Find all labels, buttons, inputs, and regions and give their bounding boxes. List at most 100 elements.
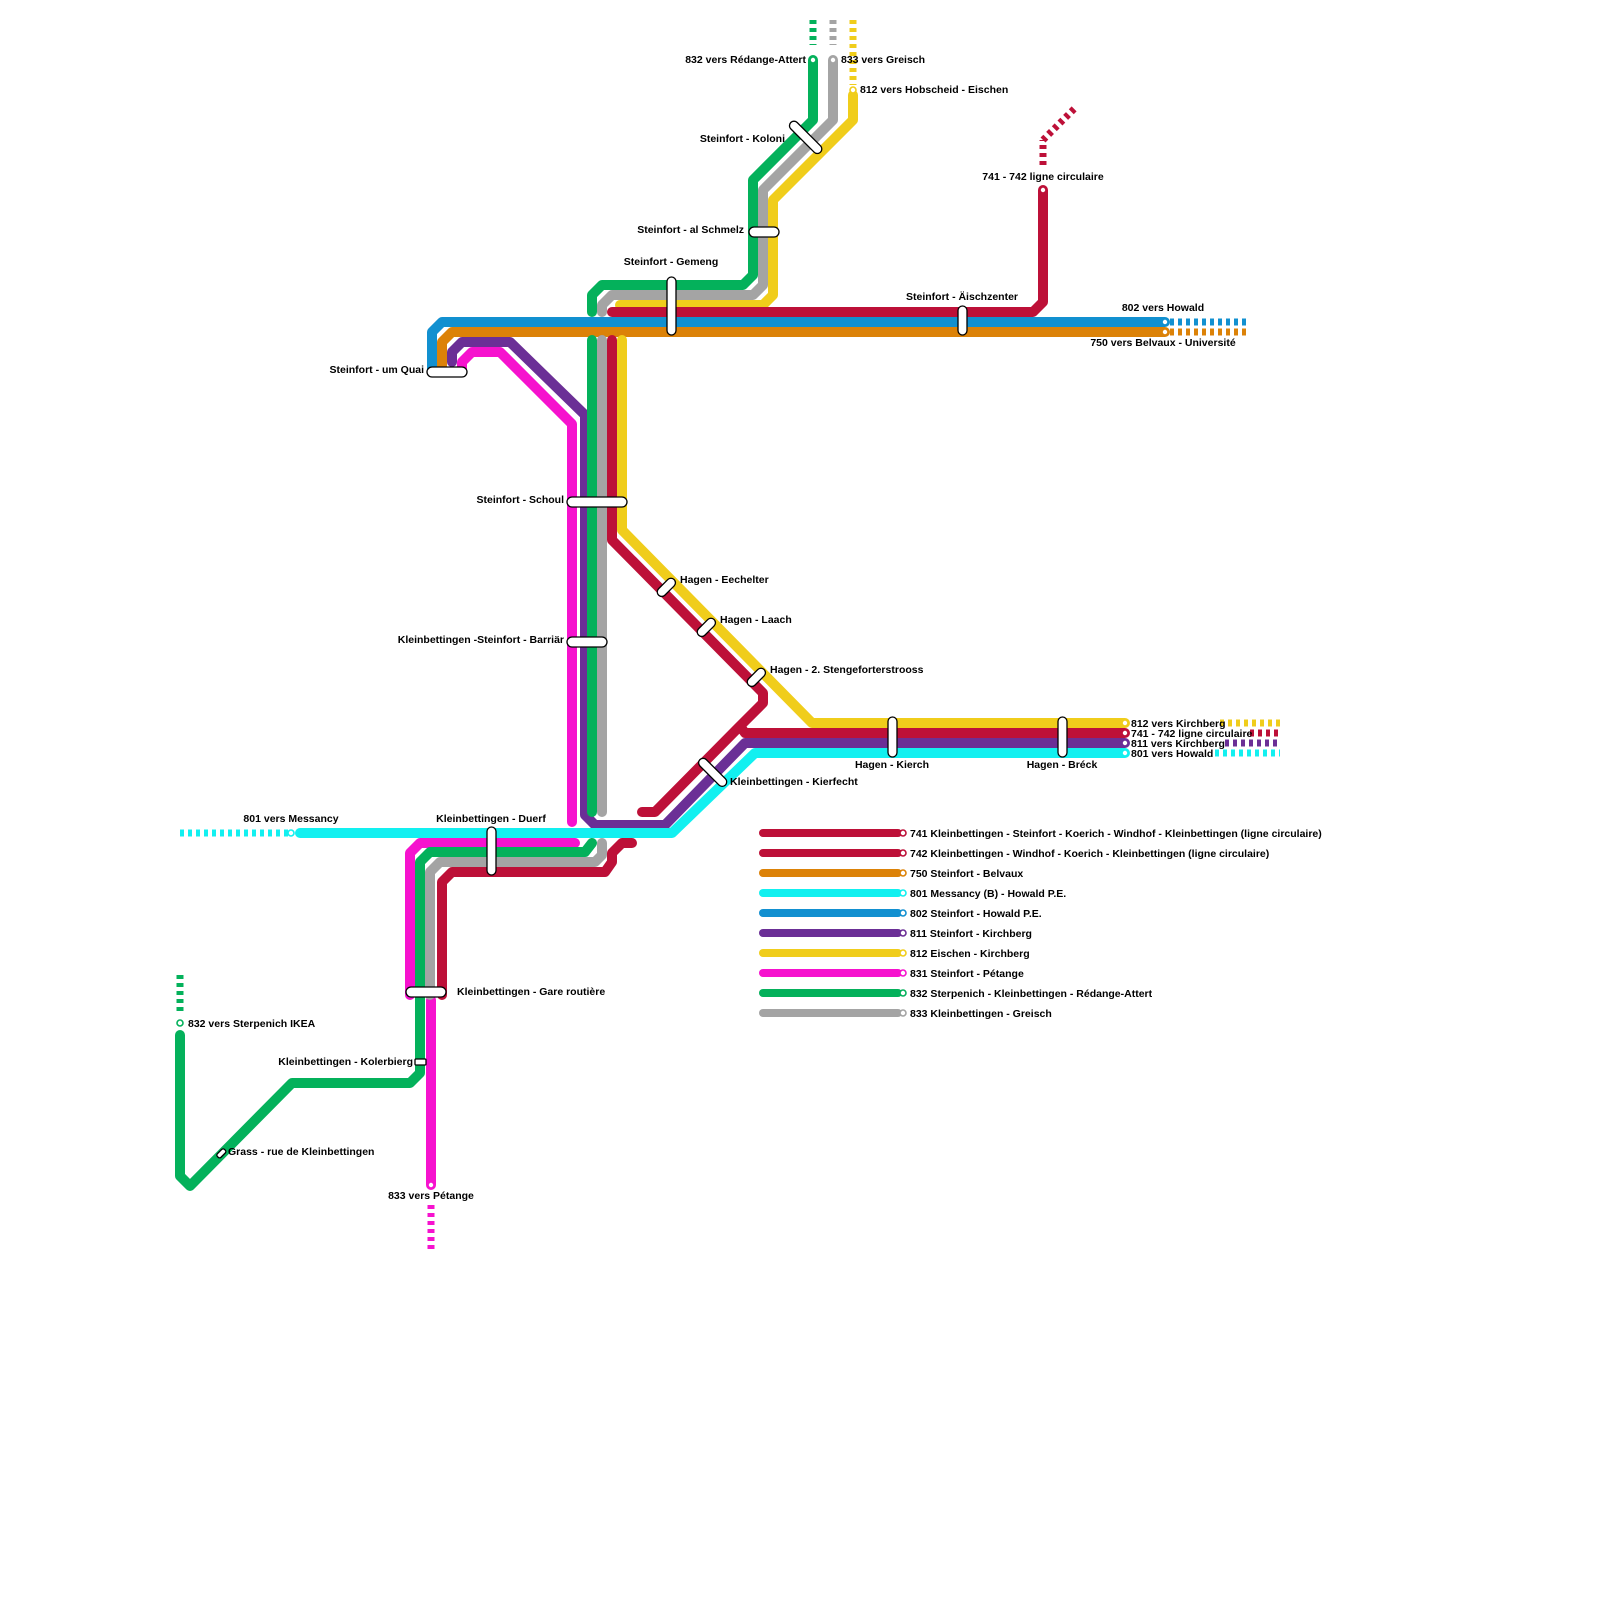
legend-row: 801 Messancy (B) - Howald P.E. xyxy=(759,888,1066,900)
station-marker-aischzenter[interactable] xyxy=(957,305,968,336)
legend-label-801: 801 Messancy (B) - Howald P.E. xyxy=(910,888,1066,900)
terminal-label-801-howald: 801 vers Howald xyxy=(1131,748,1213,760)
terminal-label-741-top: 741 - 742 ligne circulaire xyxy=(982,171,1104,183)
route-811 xyxy=(447,337,1130,830)
station-marker-duerf[interactable] xyxy=(486,826,497,876)
legend-terminal-802 xyxy=(899,909,907,917)
continuation-741-northeast xyxy=(1040,105,1078,143)
legend-label-750: 750 Steinfort - Belvaux xyxy=(910,868,1023,880)
route-750 xyxy=(437,327,1170,375)
station-label-gemeng[interactable]: Steinfort - Gemeng xyxy=(624,256,719,268)
terminal-741-east xyxy=(1121,729,1129,737)
station-label-breck[interactable]: Hagen - Bréck xyxy=(1027,759,1098,771)
legend-row: 802 Steinfort - Howald P.E. xyxy=(759,908,1042,920)
legend-label-832: 832 Sterpenich - Kleinbettingen - Rédang… xyxy=(910,988,1153,1000)
terminal-741-north xyxy=(1039,186,1047,194)
station-marker-um-quai[interactable] xyxy=(426,366,468,378)
legend-row: 750 Steinfort - Belvaux xyxy=(759,868,1023,880)
terminal-markers xyxy=(176,56,1169,1189)
legend-terminal-812 xyxy=(899,949,907,957)
station-label-stengefort[interactable]: Hagen - 2. Stengeforterstrooss xyxy=(770,664,924,676)
terminal-801-west xyxy=(287,829,295,837)
legend-terminal-750 xyxy=(899,869,907,877)
station-labels: Steinfort - Koloni Steinfort - al Schmel… xyxy=(228,133,1097,1158)
station-markers[interactable] xyxy=(216,119,1068,1159)
station-label-laach[interactable]: Hagen - Laach xyxy=(720,614,792,626)
terminal-label-741-right: 741 - 742 ligne circulaire xyxy=(1131,728,1253,740)
station-label-kierfecht[interactable]: Kleinbettingen - Kierfecht xyxy=(730,776,858,788)
legend-terminal-742 xyxy=(899,849,907,857)
station-marker-laach[interactable] xyxy=(695,616,717,638)
station-marker-koloni[interactable] xyxy=(788,119,824,155)
station-marker-breck[interactable] xyxy=(1057,716,1068,758)
terminal-labels: 832 vers Rédange-Attert 833 vers Greisch… xyxy=(188,54,1253,1202)
legend-row: 742 Kleinbettingen - Windhof - Koerich -… xyxy=(759,848,1269,860)
route-741-742 xyxy=(437,185,1130,1000)
station-marker-stengefort[interactable] xyxy=(745,666,767,688)
terminal-812-north xyxy=(849,86,857,94)
legend-row: 833 Kleinbettingen - Greisch xyxy=(759,1008,1052,1020)
route-lines xyxy=(175,55,1170,1191)
terminal-label-802-howald: 802 vers Howald xyxy=(1122,302,1204,314)
legend-label-831: 831 Steinfort - Pétange xyxy=(910,968,1024,980)
station-marker-grass[interactable] xyxy=(216,1148,227,1159)
station-marker-kierch[interactable] xyxy=(887,716,898,758)
station-label-schoul[interactable]: Steinfort - Schoul xyxy=(477,494,565,506)
station-label-koloni[interactable]: Steinfort - Koloni xyxy=(700,133,785,145)
legend-label-812: 812 Eischen - Kirchberg xyxy=(910,948,1030,960)
legend-label-802: 802 Steinfort - Howald P.E. xyxy=(910,908,1042,920)
terminal-label-811-kirchberg: 811 vers Kirchberg xyxy=(1131,738,1225,750)
legend-row: 832 Sterpenich - Kleinbettingen - Rédang… xyxy=(759,988,1153,1000)
terminal-label-801-messancy: 801 vers Messancy xyxy=(243,813,338,825)
station-marker-kolerbierg[interactable] xyxy=(414,1058,427,1066)
legend-label-833: 833 Kleinbettingen - Greisch xyxy=(910,1008,1052,1020)
station-marker-schoul[interactable] xyxy=(566,496,628,508)
station-marker-kierfecht[interactable] xyxy=(697,756,729,788)
station-label-kolerbierg[interactable]: Kleinbettingen - Kolerbierg xyxy=(278,1056,413,1068)
terminal-label-833-greisch: 833 vers Greisch xyxy=(841,54,925,66)
legend: 741 Kleinbettingen - Steinfort - Koerich… xyxy=(759,828,1322,1020)
terminal-label-832-sterpenich: 832 vers Sterpenich IKEA xyxy=(188,1018,316,1030)
station-label-um-quai[interactable]: Steinfort - um Quai xyxy=(330,364,425,376)
station-label-al-schmelz[interactable]: Steinfort - al Schmelz xyxy=(637,224,744,236)
terminal-801-east xyxy=(1121,749,1129,757)
terminal-832-north xyxy=(809,56,817,64)
legend-row: 812 Eischen - Kirchberg xyxy=(759,948,1030,960)
terminal-label-750-belvaux: 750 vers Belvaux - Université xyxy=(1090,337,1235,349)
station-label-barriar[interactable]: Kleinbettingen -Steinfort - Barriär xyxy=(398,634,564,646)
terminal-812-east xyxy=(1121,719,1129,727)
legend-label-811: 811 Steinfort - Kirchberg xyxy=(910,928,1032,940)
station-marker-gemeng[interactable] xyxy=(666,276,677,336)
station-marker-eechelter[interactable] xyxy=(655,576,677,598)
legend-terminal-811 xyxy=(899,929,907,937)
legend-row: 831 Steinfort - Pétange xyxy=(759,968,1024,980)
route-802 xyxy=(427,317,1170,375)
legend-terminal-832 xyxy=(899,989,907,997)
station-marker-barriar[interactable] xyxy=(566,636,608,648)
terminal-833-north xyxy=(829,56,837,64)
legend-terminal-741 xyxy=(899,829,907,837)
station-marker-gare[interactable] xyxy=(405,986,447,998)
terminal-label-832-redange: 832 vers Rédange-Attert xyxy=(685,54,806,66)
station-label-grass[interactable]: Grass - rue de Kleinbettingen xyxy=(228,1146,374,1158)
terminal-832-south xyxy=(176,1019,184,1027)
terminal-802-east xyxy=(1161,318,1169,326)
station-label-gare[interactable]: Kleinbettingen - Gare routière xyxy=(457,986,605,998)
legend-terminal-831 xyxy=(899,969,907,977)
terminal-831-south xyxy=(427,1181,435,1189)
route-833 xyxy=(425,55,838,1000)
station-label-kierch[interactable]: Hagen - Kierch xyxy=(855,759,929,771)
line-continuations xyxy=(176,20,1280,1250)
legend-terminal-833 xyxy=(899,1009,907,1017)
station-label-duerf[interactable]: Kleinbettingen - Duerf xyxy=(436,813,546,825)
station-label-aischzenter[interactable]: Steinfort - Äischzenter xyxy=(906,290,1018,303)
station-marker-al-schmelz[interactable] xyxy=(748,226,780,238)
legend-label-742: 742 Kleinbettingen - Windhof - Koerich -… xyxy=(910,848,1269,860)
legend-row: 811 Steinfort - Kirchberg xyxy=(759,928,1032,940)
route-831 xyxy=(405,347,580,1190)
terminal-811-east xyxy=(1121,739,1129,747)
terminal-750-east xyxy=(1161,328,1169,336)
station-label-eechelter[interactable]: Hagen - Eechelter xyxy=(680,574,769,586)
